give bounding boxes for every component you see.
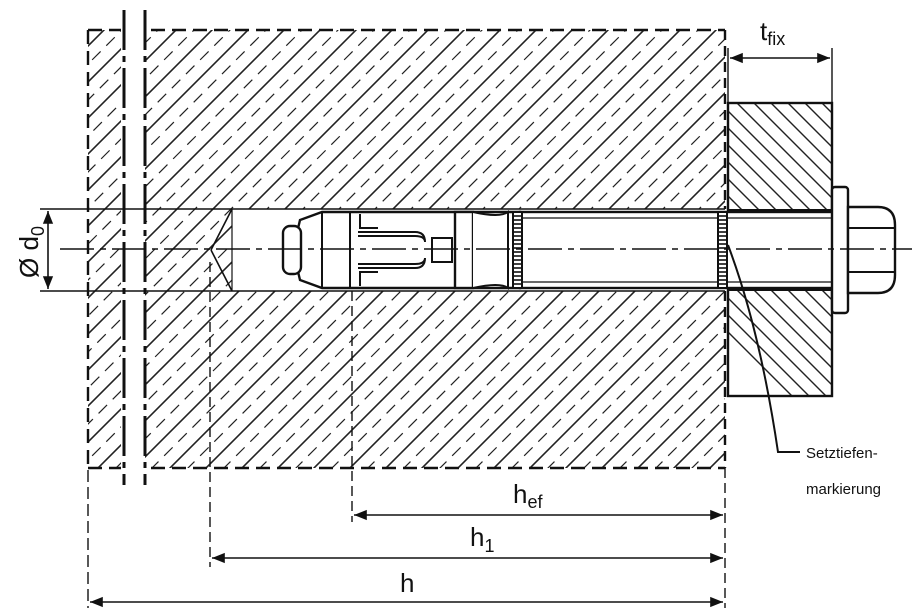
diameter-label: Ø d0 [14, 226, 48, 278]
tfix-label: tfix [760, 16, 785, 49]
marking-leader [727, 244, 800, 453]
marking-label-line2: markierung [806, 481, 881, 498]
hef-label: hef [513, 479, 543, 512]
break-lines [121, 10, 147, 485]
anchor-bolt [281, 185, 897, 315]
concrete-base [86, 28, 727, 470]
h-label: h [400, 568, 414, 598]
marking-label-line1: Setztiefen- [806, 445, 878, 462]
extension-lines [40, 48, 833, 608]
dimension-lines [42, 52, 830, 608]
drill-hole [210, 208, 725, 292]
h1-label: h1 [470, 522, 494, 556]
